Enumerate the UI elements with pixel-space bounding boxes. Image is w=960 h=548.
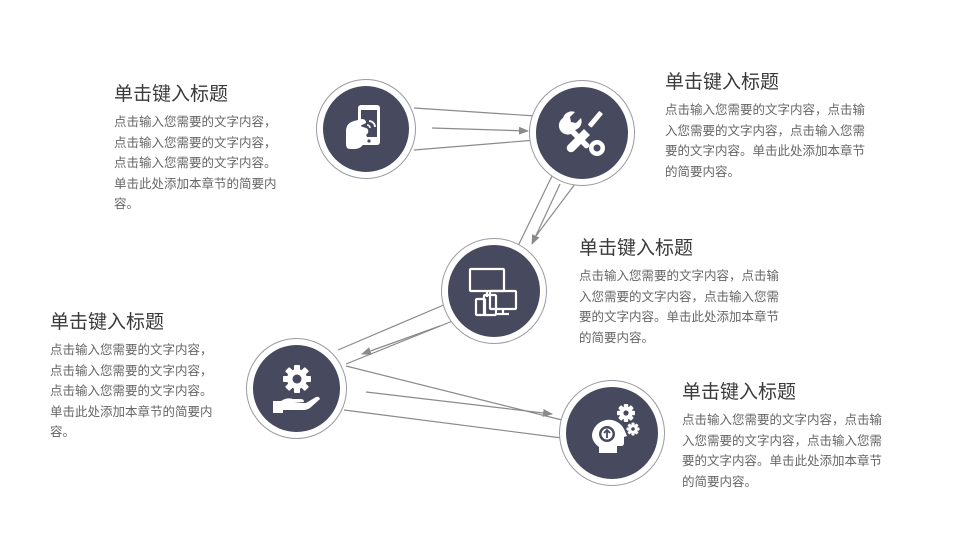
step-body: 点击输入您需要的文字内容， 点击输入您需要的文字内容， 点击输入您需要的文字内容…: [50, 340, 250, 443]
body-line: 要的文字内容。单击此处添加本章节: [682, 453, 883, 468]
body-line: 点击输入您需要的文字内容，: [50, 362, 213, 378]
step-title: 单击键入标题: [665, 71, 780, 93]
body-line: 的简要内容。: [682, 473, 758, 489]
body-line: 容。: [114, 196, 140, 211]
body-line: 点击输入您需要的文字内容，点击输: [579, 268, 780, 283]
step-text-4: 单击键入标题 点击输入您需要的文字内容， 点击输入您需要的文字内容， 点击输入您…: [50, 310, 250, 443]
step-node-4: [246, 338, 347, 439]
step-body: 点击输入您需要的文字内容，点击输 入您需要的文字内容，点击输入您需 要的文字内容…: [579, 266, 819, 348]
step-text-3: 单击键入标题 点击输入您需要的文字内容，点击输 入您需要的文字内容，点击输入您需…: [579, 236, 819, 348]
step-title: 单击键入标题: [114, 83, 229, 105]
connector-2-3-left: [517, 175, 553, 247]
body-line: 点击输入您需要的文字内容，: [114, 134, 277, 150]
arrow-4-5: [365, 391, 553, 417]
body-line: 点击输入您需要的文字内容，: [114, 114, 277, 129]
arrow-1-2: [431, 126, 529, 135]
step-title: 单击键入标题: [682, 381, 797, 403]
body-line: 入您需要的文字内容，点击输入您需: [579, 288, 780, 304]
body-line: 的简要内容。: [579, 329, 655, 345]
step-title: 单击键入标题: [50, 311, 165, 333]
body-line: 入您需要的文字内容，点击输入您需: [665, 122, 866, 138]
connector-2-3-right: [532, 179, 579, 241]
step-body: 点击输入您需要的文字内容，点击输 入您需要的文字内容，点击输入您需 要的文字内容…: [682, 410, 922, 492]
step-text-2: 单击键入标题 点击输入您需要的文字内容，点击输 入您需要的文字内容，点击输入您需…: [665, 70, 905, 182]
connector-4-5-lower: [343, 409, 563, 439]
connector-3-4-lower: [345, 317, 461, 365]
body-line: 点击输入您需要的文字内容。: [114, 155, 277, 170]
hand-gear-icon: [272, 364, 320, 413]
step-node-2: [529, 80, 635, 186]
body-line: 单击此处添加本章节的简要内: [50, 403, 213, 419]
body-line: 单击此处添加本章节的简要内: [114, 175, 277, 191]
body-line: 点击输入您需要的文字内容，点击输: [682, 412, 883, 427]
body-line: 入您需要的文字内容，点击输入您需: [682, 432, 883, 448]
body-line: 的简要内容。: [665, 163, 741, 179]
phone-tap-icon: [346, 105, 380, 149]
body-line: 点击输入您需要的文字内容，点击输: [665, 102, 866, 117]
devices-icon: [468, 267, 518, 317]
connector-1-2-lower: [413, 139, 537, 151]
body-line: 要的文字内容。单击此处添加本章节: [579, 309, 780, 324]
step-body: 点击输入您需要的文字内容，点击输 入您需要的文字内容，点击输入您需 要的文字内容…: [665, 100, 905, 182]
body-line: 容。: [50, 424, 76, 439]
connector-1-2-upper: [413, 107, 537, 117]
step-body: 点击输入您需要的文字内容， 点击输入您需要的文字内容， 点击输入您需要的文字内容…: [114, 112, 314, 215]
arrow-3-4: [361, 325, 441, 355]
wrench-screwdriver-icon: [558, 111, 605, 156]
step-node-5: [559, 380, 665, 486]
head-gears-icon: [592, 404, 640, 453]
step-text-5: 单击键入标题 点击输入您需要的文字内容，点击输 入您需要的文字内容，点击输入您需…: [682, 380, 922, 492]
step-node-3: [441, 238, 547, 344]
connector-3-4-upper: [337, 303, 447, 351]
body-line: 点击输入您需要的文字内容。: [50, 383, 213, 398]
body-line: 要的文字内容。单击此处添加本章节: [665, 143, 866, 158]
body-line: 点击输入您需要的文字内容，: [50, 342, 213, 357]
arrow-2-3: [531, 183, 561, 245]
step-node-1: [316, 79, 416, 179]
step-text-1: 单击键入标题 点击输入您需要的文字内容， 点击输入您需要的文字内容， 点击输入您…: [114, 82, 314, 215]
step-title: 单击键入标题: [579, 237, 694, 259]
